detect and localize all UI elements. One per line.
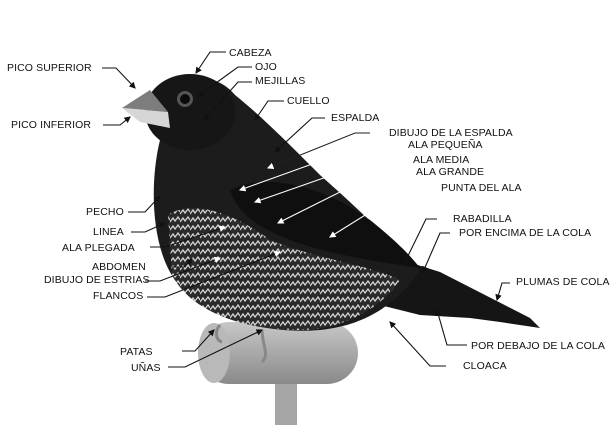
label-unas: UÑAS [131,362,161,374]
label-flancos: FLANCOS [93,290,144,302]
label-cloaca: CLOACA [463,360,507,372]
label-patas: PATAS [120,346,153,358]
label-ala-pequena: ALA PEQUEÑA [408,139,483,151]
label-ala-media: ALA MEDIA [413,154,470,166]
label-ala-plegada: ALA PLEGADA [62,242,135,254]
label-pico-superior: PICO SUPERIOR [7,62,92,74]
label-ojo: OJO [255,61,277,73]
label-linea: LINEA [93,226,124,238]
label-rabadilla: RABADILLA [453,213,512,225]
label-por-debajo-cola: POR DEBAJO DE LA COLA [471,340,605,352]
label-mejillas: MEJILLAS [255,75,306,87]
label-cabeza: CABEZA [229,47,272,59]
label-dibujo-espalda: DIBUJO DE LA ESPALDA [389,127,513,139]
perch [198,322,358,425]
label-dibujo-estrias: DIBUJO DE ESTRIAS [44,274,150,286]
label-abdomen: ABDOMEN [92,261,146,273]
label-espalda: ESPALDA [331,112,380,124]
label-punta-ala: PUNTA DEL ALA [441,182,522,194]
lower-beak [122,108,170,128]
patterned-underparts [168,208,400,330]
wing [230,181,420,268]
label-plumas-cola: PLUMAS DE COLA [516,276,610,288]
upper-beak [122,90,168,112]
label-ala-grande: ALA GRANDE [416,166,485,178]
label-por-encima-cola: POR ENCIMA DE LA COLA [459,227,592,239]
label-cuello: CUELLO [287,95,330,107]
label-pico-inferior: PICO INFERIOR [11,119,92,131]
leader-lines [102,51,510,368]
leader-lines-inner [145,132,420,298]
head [145,74,235,150]
label-pecho: PECHO [86,206,124,218]
